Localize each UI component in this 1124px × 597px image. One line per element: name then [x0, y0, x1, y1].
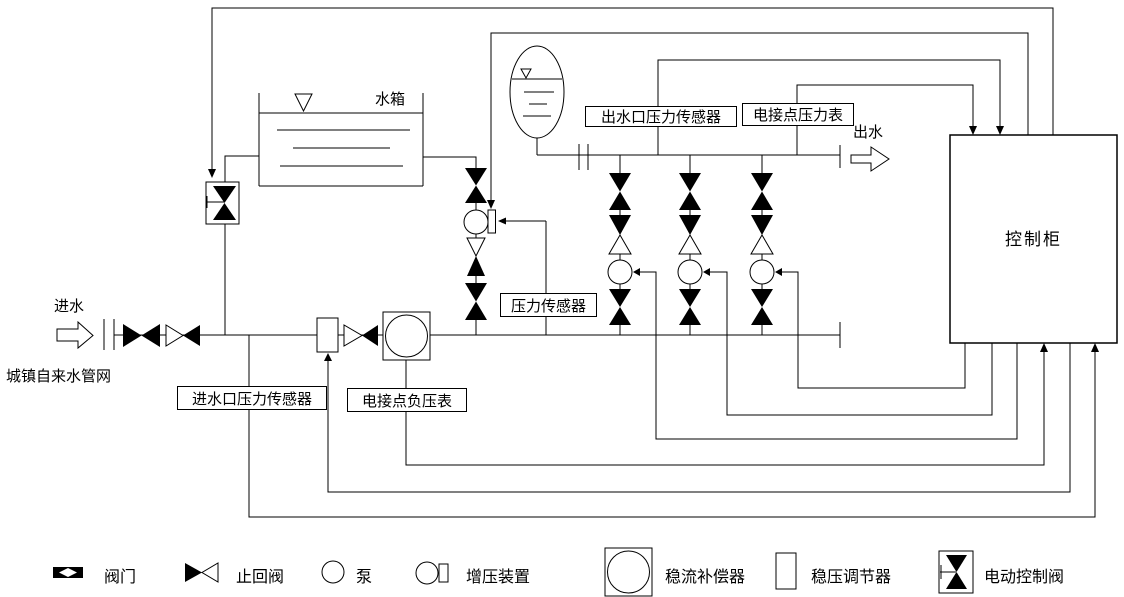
- outlet-label: 出水: [853, 125, 884, 141]
- inlet-pressure-sensor-label: 进水口压力传感器: [177, 386, 327, 410]
- legend-compensator-icon: [604, 547, 653, 597]
- surge-vessel-level-icon: [520, 68, 532, 80]
- legend-symbols: [53, 547, 974, 597]
- inlet-sensor-signal-line: [248, 335, 1096, 518]
- legend-booster-icon: [415, 561, 439, 585]
- tank-right-outlet-pipe: [423, 156, 477, 168]
- inlet-label: 进水: [54, 299, 85, 315]
- arrowhead-cabinet-bottom-2: [1040, 343, 1048, 352]
- arrowhead-pump-3: [775, 268, 782, 276]
- check-valve-icon: [343, 324, 363, 347]
- valve-icon: [465, 283, 487, 302]
- check-valve-icon: [183, 325, 200, 346]
- pump-branch-3: [749, 155, 966, 389]
- outlet-flow-arrow-icon: [850, 146, 890, 172]
- legend-compensator-icon: [607, 550, 650, 594]
- legend-regulator-icon: [775, 552, 797, 590]
- regulator-control-line: [327, 343, 1071, 493]
- tank-label: 水箱: [375, 92, 406, 108]
- network-label: 城镇自来水管网: [6, 369, 112, 385]
- cabinet-to-booster-line: [490, 32, 1029, 201]
- valve-icon: [465, 301, 487, 320]
- water-tank-dashes: [277, 129, 410, 167]
- surge-vessel: [509, 45, 565, 139]
- valve-icon: [123, 324, 142, 347]
- valve-icon: [141, 324, 160, 347]
- valve-icon: [465, 185, 487, 203]
- pump-icon: [749, 259, 775, 285]
- check-valve-icon: [466, 237, 486, 258]
- contact-pressure-gauge-label: 电接点压力表: [742, 103, 854, 126]
- booster-pump-icon: [463, 209, 489, 235]
- pressure-sensor-label: 压力传感器: [500, 293, 597, 317]
- legend-booster-label: 增压装置: [466, 569, 531, 586]
- legend-pump-label: 泵: [356, 569, 373, 586]
- pressure-gauge-to-cabinet-line: [796, 84, 974, 127]
- arrowhead-regulator: [324, 353, 332, 361]
- electric-control-valve-icon: [213, 203, 236, 220]
- legend-booster-icon: [438, 563, 449, 583]
- legend-electric-valve-label: 电动控制阀: [984, 569, 1065, 586]
- arrowhead-cabinet-bottom-1: [1091, 343, 1099, 352]
- legend-regulator-label: 稳压调节器: [811, 569, 892, 586]
- check-valve-icon: [165, 324, 184, 347]
- booster-actuator-icon: [487, 209, 496, 234]
- pump-branch-2: [677, 155, 993, 416]
- water-tank: [258, 93, 424, 187]
- pump-branch-1: [607, 155, 1018, 440]
- pump-1-control-line: [640, 271, 1018, 440]
- legend-valve-icon: [59, 568, 77, 577]
- cabinet-to-electric-valve-line: [211, 7, 1054, 170]
- legend-check-valve-icon: [201, 562, 219, 583]
- pump-3-control-line: [782, 271, 966, 389]
- control-cabinet-box: [949, 134, 1118, 344]
- pressure-regulator-icon: [316, 317, 339, 353]
- arrowhead-pump-2: [703, 268, 710, 276]
- vacuum-gauge-signal-line: [405, 351, 1045, 466]
- legend-pump-icon: [321, 560, 345, 584]
- legend-valve-label: 阀门: [104, 569, 137, 586]
- pipe-union-icon: [578, 144, 589, 170]
- contact-vacuum-gauge-label: 电接点负压表: [347, 388, 467, 412]
- check-valve-icon: [362, 325, 378, 346]
- pump-icon: [607, 259, 633, 285]
- outlet-pressure-sensor-label: 出水口压力传感器: [585, 106, 737, 127]
- arrowhead-pump-1: [633, 268, 640, 276]
- cabinet-label: 控制柜: [1005, 230, 1062, 249]
- check-valve-icon: [467, 256, 485, 276]
- inlet-flow-arrow-icon: [56, 320, 94, 350]
- legend-electric-valve-icon: [946, 572, 967, 589]
- water-tank-level-icon: [294, 93, 313, 113]
- arrowhead-cabinet-top-1: [996, 126, 1004, 135]
- arrowhead-booster-side: [498, 217, 506, 225]
- arrowhead-electric-valve: [208, 169, 216, 178]
- legend-electric-valve-icon: [946, 555, 967, 572]
- electric-control-valve-icon: [213, 186, 236, 203]
- legend-electric-valve-icon: [938, 550, 974, 594]
- legend-compensator-label: 稳流补偿器: [665, 569, 746, 586]
- arrowhead-booster-top: [487, 200, 495, 209]
- outlet-sensor-to-cabinet-line: [657, 59, 1001, 127]
- pump-2-control-line: [710, 271, 993, 416]
- tank-left-outlet-pipe: [224, 155, 259, 182]
- arrowhead-cabinet-top-2: [969, 126, 977, 135]
- flow-compensator-circle: [385, 314, 428, 358]
- inlet-flange-bars: [103, 319, 115, 350]
- legend-electric-valve-stem: [940, 565, 956, 579]
- valve-icon: [465, 168, 487, 186]
- legend-check-valve-icon: [185, 563, 202, 582]
- electric-control-valve-stem: [206, 196, 224, 208]
- legend-check-valve-label: 止回阀: [236, 569, 285, 586]
- surge-vessel-water-dashes: [523, 91, 554, 117]
- pump-icon: [677, 259, 703, 285]
